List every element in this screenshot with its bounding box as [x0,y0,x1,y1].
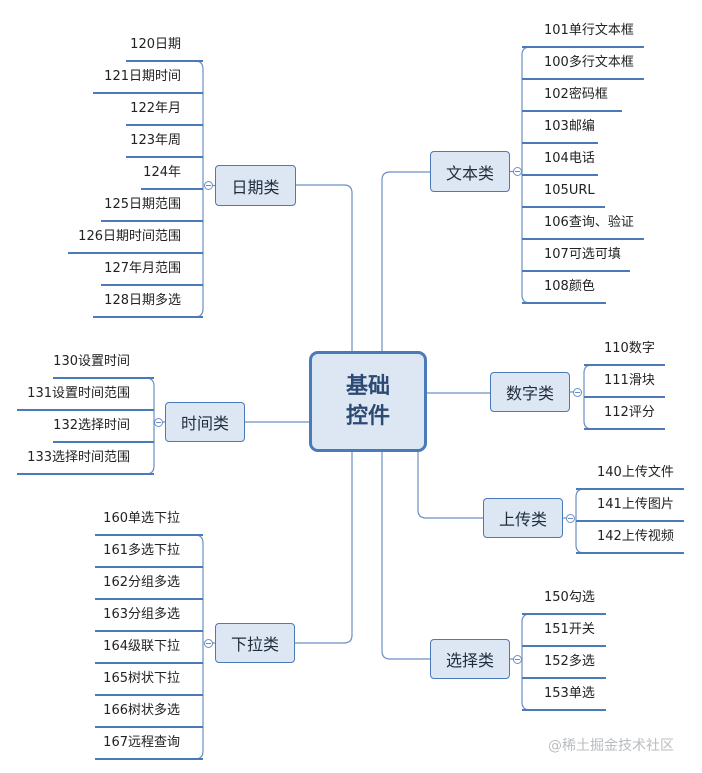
branch-label-upload: 上传类 [498,510,547,529]
leaf-item[interactable]: 151开关 [544,622,595,637]
collapse-toggle-icon[interactable] [203,638,213,648]
branch-label-dropdown: 下拉类 [230,635,279,654]
spine-dropdown [194,534,204,760]
leaf-item[interactable]: 127年月范围 [104,261,181,276]
leaf-item[interactable]: 142上传视频 [597,529,674,544]
center-title-line1: 基础 [345,373,390,399]
leaf-item[interactable]: 133选择时间范围 [27,450,130,465]
connector-select [381,452,430,660]
leaf-item[interactable]: 162分组多选 [103,575,180,590]
connector-upload [417,452,483,519]
leaf-item[interactable]: 150勾选 [544,590,595,605]
collapse-toggle-icon[interactable] [572,387,582,397]
leaf-item[interactable]: 103邮编 [544,119,595,134]
branch-label-select: 选择类 [445,651,494,670]
spine-time [145,377,155,475]
connector-text [381,171,430,351]
leaf-item[interactable]: 101单行文本框 [544,23,634,38]
branch-node-upload[interactable]: 上传类 [483,498,563,538]
branch-node-dropdown[interactable]: 下拉类 [215,623,295,663]
collapse-toggle-icon[interactable] [203,181,213,190]
leaf-item[interactable]: 124年 [143,165,181,180]
collapse-toggle-icon[interactable] [512,654,522,664]
leaf-item[interactable]: 165树状下拉 [103,671,180,686]
leaf-item[interactable]: 112评分 [604,405,655,420]
collapse-toggle-icon[interactable] [512,167,522,176]
leaf-item[interactable]: 163分组多选 [103,607,180,622]
leaf-item[interactable]: 111滑块 [604,373,655,388]
branch-node-time[interactable]: 时间类 [165,402,245,442]
leaf-item[interactable]: 166树状多选 [103,703,180,718]
leaf-item[interactable]: 132选择时间 [53,418,130,433]
leaf-item[interactable]: 131设置时间范围 [27,386,130,401]
branch-label-text: 文本类 [445,163,494,183]
leaf-item[interactable]: 108颜色 [544,279,595,294]
branch-label-number: 数字类 [505,384,554,403]
leaf-item[interactable]: 160单选下拉 [103,511,180,526]
leaf-item[interactable]: 161多选下拉 [103,543,180,558]
leaf-item[interactable]: 153单选 [544,686,595,701]
leaf-item[interactable]: 102密码框 [544,87,608,102]
leaf-item[interactable]: 141上传图片 [597,497,674,512]
leaf-item[interactable]: 130设置时间 [53,354,130,369]
leaf-item[interactable]: 120日期 [130,37,181,52]
collapse-toggle-icon[interactable] [565,513,575,523]
leaf-item[interactable]: 104电话 [544,151,595,166]
branch-node-text[interactable]: 文本类 [430,151,510,192]
branch-node-select[interactable]: 选择类 [430,639,510,679]
leaf-item[interactable]: 140上传文件 [597,465,674,480]
center-title-line2: 控件 [345,403,390,429]
branch-node-date[interactable]: 日期类 [215,165,296,206]
branch-node-number[interactable]: 数字类 [490,372,570,412]
branch-label-date: 日期类 [231,177,280,197]
connector-dropdown [295,452,353,644]
leaf-item[interactable]: 106查询、验证 [544,215,634,230]
leaf-item[interactable]: 107可选可填 [544,247,621,262]
leaf-item[interactable]: 164级联下拉 [103,639,180,654]
watermark: @稀土掘金技术社区 [548,738,674,754]
leaf-item[interactable]: 100多行文本框 [544,55,634,70]
center-node: 基础控件 [309,351,427,452]
leaf-item[interactable]: 121日期时间 [104,69,181,84]
leaf-item[interactable]: 123年周 [130,133,181,148]
leaf-item[interactable]: 105URL [544,183,595,198]
leaf-item[interactable]: 125日期范围 [104,197,181,212]
connector-date [296,184,353,351]
spine-select [521,613,531,711]
leaf-item[interactable]: 126日期时间范围 [78,229,181,244]
collapse-toggle-icon[interactable] [153,417,163,427]
leaf-item[interactable]: 122年月 [130,101,181,116]
leaf-item[interactable]: 128日期多选 [104,293,181,308]
leaf-item[interactable]: 167远程查询 [103,735,180,750]
leaf-item[interactable]: 152多选 [544,654,595,669]
leaf-item[interactable]: 110数字 [604,341,655,356]
branch-label-time: 时间类 [180,414,229,433]
